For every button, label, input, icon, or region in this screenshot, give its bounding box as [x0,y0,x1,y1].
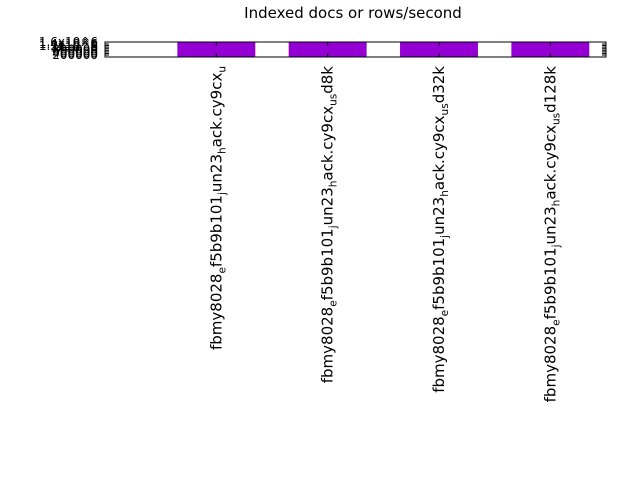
bar [288,42,367,57]
axis-ticks [105,42,606,57]
y-tick-label: 1.2x10^6 [39,39,98,53]
bar [177,42,256,57]
x-tick-label: fbmy8028ef5b9b101jun23hack.cy9cxu [207,66,228,350]
bar [511,42,590,57]
chart-title: Indexed docs or rows/second [244,4,462,22]
y-tick-label: 1.4x10^6 [39,37,98,51]
bars [177,42,590,57]
y-tick-label: 400000 [52,46,98,60]
y-tick-label: 600000 [52,44,98,58]
x-tick-label: fbmy8028ef5b9b101jun23hack.cy9cxusd128k [541,66,562,403]
plot-frame [104,41,607,58]
y-tick-labels: 2000004000006000008000001x10^61.2x10^61.… [39,35,98,62]
x-tick-label: fbmy8028ef5b9b101jun23hack.cy9cxusd8k [319,66,340,384]
x-tick-labels: fbmy8028ef5b9b101jun23hack.cy9cxu fbmy802… [207,66,562,403]
y-tick-label: 800000 [52,43,98,57]
y-tick-label: 200000 [52,48,98,62]
y-tick-label: 1x10^6 [50,41,98,55]
y-tick-label: 1.6x10^6 [39,35,98,49]
bar [400,42,478,57]
x-tick-label: fbmy8028ef5b9b101jun23hack.cy9cxusd32k [430,66,451,393]
